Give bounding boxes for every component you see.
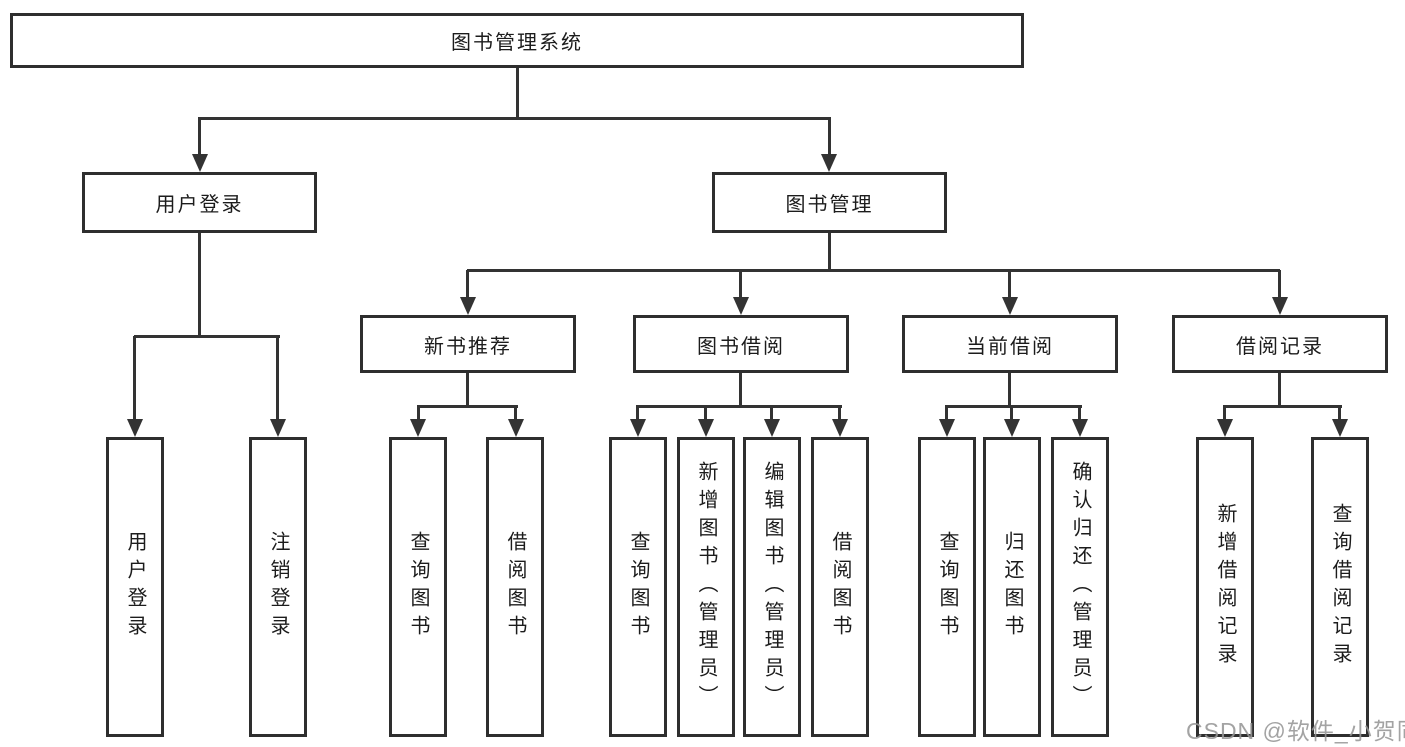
- leaf-query-books-1: 查询图书: [389, 437, 447, 737]
- node-user-login: 用户登录: [82, 172, 317, 233]
- node-label: 新增借阅记录: [1214, 503, 1236, 671]
- arrow-down-icon: [508, 419, 524, 437]
- node-label: 查询借阅记录: [1329, 503, 1351, 671]
- node-book-management: 图书管理: [712, 172, 947, 233]
- connector-line: [417, 406, 420, 421]
- connector-line: [1008, 373, 1011, 407]
- connector-line: [704, 406, 707, 421]
- leaf-query-books-2: 查询图书: [609, 437, 667, 737]
- connector-line: [636, 406, 639, 421]
- arrow-down-icon: [821, 154, 837, 172]
- arrow-down-icon: [1004, 419, 1020, 437]
- node-label: 当前借阅: [966, 335, 1054, 358]
- connector-line: [945, 405, 1082, 408]
- node-label: 借阅图书: [829, 531, 851, 643]
- node-label: 新增图书（管理员）: [695, 461, 717, 713]
- connector-line: [739, 373, 742, 407]
- connector-line: [828, 233, 831, 271]
- connector-line: [770, 406, 773, 421]
- arrow-down-icon: [832, 419, 848, 437]
- arrow-down-icon: [764, 419, 780, 437]
- node-label: 归还图书: [1001, 531, 1023, 643]
- connector-line: [516, 68, 519, 118]
- node-label: 图书管理: [785, 194, 874, 216]
- arrow-down-icon: [410, 419, 426, 437]
- node-label: 确认归还（管理员）: [1069, 461, 1091, 713]
- leaf-user-login: 用户登录: [106, 437, 164, 737]
- arrow-down-icon: [1072, 419, 1088, 437]
- leaf-borrow-books-1: 借阅图书: [486, 437, 544, 737]
- connector-line: [466, 270, 469, 299]
- leaf-logout: 注销登录: [249, 437, 307, 737]
- connector-line: [739, 270, 742, 299]
- connector-line: [1078, 406, 1081, 421]
- leaf-add-books-admin: 新增图书（管理员）: [677, 437, 735, 737]
- node-borrow-records: 借阅记录: [1172, 315, 1388, 373]
- arrow-down-icon: [192, 154, 208, 172]
- connector-line: [1338, 406, 1341, 421]
- connector-line: [828, 118, 831, 158]
- connector-line: [838, 406, 841, 421]
- node-new-book-recommend: 新书推荐: [360, 315, 576, 373]
- connector-line: [134, 335, 280, 338]
- connector-line: [276, 336, 279, 421]
- node-label: 图书管理系统: [451, 32, 583, 54]
- node-label: 借阅记录: [1236, 335, 1324, 358]
- connector-line: [466, 373, 469, 407]
- arrow-down-icon: [733, 297, 749, 315]
- leaf-edit-books-admin: 编辑图书（管理员）: [743, 437, 801, 737]
- connector-line: [1010, 406, 1013, 421]
- node-label: 借阅图书: [504, 531, 526, 643]
- connector-line: [417, 405, 518, 408]
- node-label: 新书推荐: [424, 335, 512, 358]
- leaf-return-books: 归还图书: [983, 437, 1041, 737]
- connector-line: [1223, 405, 1342, 408]
- node-label: 注销登录: [267, 531, 289, 643]
- connector-line: [198, 117, 831, 120]
- arrow-down-icon: [630, 419, 646, 437]
- node-label: 编辑图书（管理员）: [761, 461, 783, 713]
- arrow-down-icon: [460, 297, 476, 315]
- connector-line: [133, 336, 136, 421]
- arrow-down-icon: [1332, 419, 1348, 437]
- node-book-borrow: 图书借阅: [633, 315, 849, 373]
- node-label: 用户登录: [124, 531, 146, 643]
- arrow-down-icon: [1217, 419, 1233, 437]
- connector-line: [1278, 270, 1281, 299]
- connector-line: [1278, 373, 1281, 407]
- leaf-add-borrow-record: 新增借阅记录: [1196, 437, 1254, 737]
- node-label: 查询图书: [407, 531, 429, 643]
- connector-line: [1223, 406, 1226, 421]
- node-label: 查询图书: [627, 531, 649, 643]
- arrow-down-icon: [127, 419, 143, 437]
- node-current-borrow: 当前借阅: [902, 315, 1118, 373]
- arrow-down-icon: [939, 419, 955, 437]
- leaf-confirm-return-admin: 确认归还（管理员）: [1051, 437, 1109, 737]
- arrow-down-icon: [698, 419, 714, 437]
- leaf-query-borrow-record: 查询借阅记录: [1311, 437, 1369, 737]
- csdn-watermark: CSDN @软件_小贺同学: [1186, 718, 1405, 744]
- connector-line: [198, 233, 201, 336]
- arrow-down-icon: [270, 419, 286, 437]
- connector-line: [1008, 270, 1011, 299]
- connector-line: [198, 118, 201, 158]
- node-label: 图书借阅: [697, 335, 785, 358]
- arrow-down-icon: [1272, 297, 1288, 315]
- connector-line: [945, 406, 948, 421]
- node-root-system: 图书管理系统: [10, 13, 1024, 68]
- leaf-query-books-3: 查询图书: [918, 437, 976, 737]
- leaf-borrow-books-2: 借阅图书: [811, 437, 869, 737]
- node-label: 查询图书: [936, 531, 958, 643]
- connector-line: [514, 406, 517, 421]
- connector-line: [636, 405, 842, 408]
- arrow-down-icon: [1002, 297, 1018, 315]
- node-label: 用户登录: [155, 194, 244, 216]
- connector-line: [467, 269, 1280, 272]
